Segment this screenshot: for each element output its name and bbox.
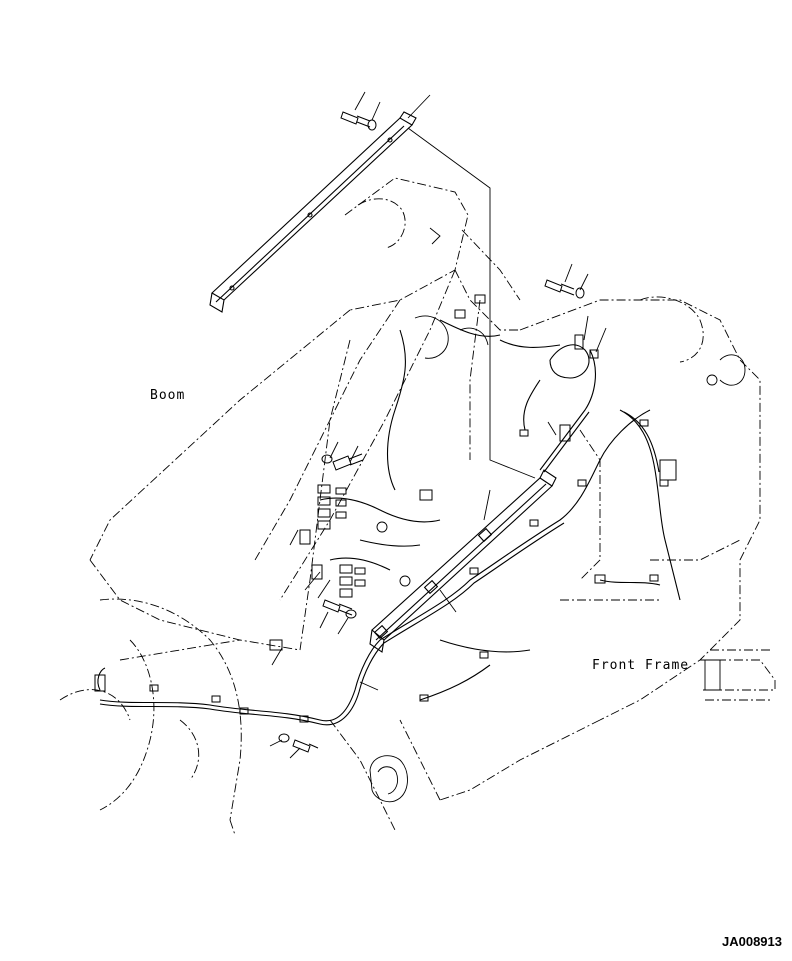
upper-cable-cover <box>209 111 417 313</box>
frame-detail-contours <box>369 227 746 803</box>
lower-cable-cover <box>369 469 557 653</box>
bolt-washer-top <box>340 111 377 131</box>
bolt-washer-bottom <box>278 733 319 753</box>
leader-lines <box>269 91 607 759</box>
boom-outline <box>59 177 521 821</box>
harness-clamps <box>94 294 677 723</box>
boom-label: Boom <box>150 388 186 403</box>
connector-cluster <box>299 484 366 598</box>
bolt-washer-right <box>544 279 585 299</box>
figure-code: JA008913 <box>722 934 782 949</box>
wiring-harness <box>97 319 681 726</box>
front-frame-label: Front Frame <box>592 658 690 673</box>
bolt-washer-lower <box>322 599 357 619</box>
bolt-washer-mid <box>321 453 364 471</box>
front-frame-outline <box>229 269 776 836</box>
